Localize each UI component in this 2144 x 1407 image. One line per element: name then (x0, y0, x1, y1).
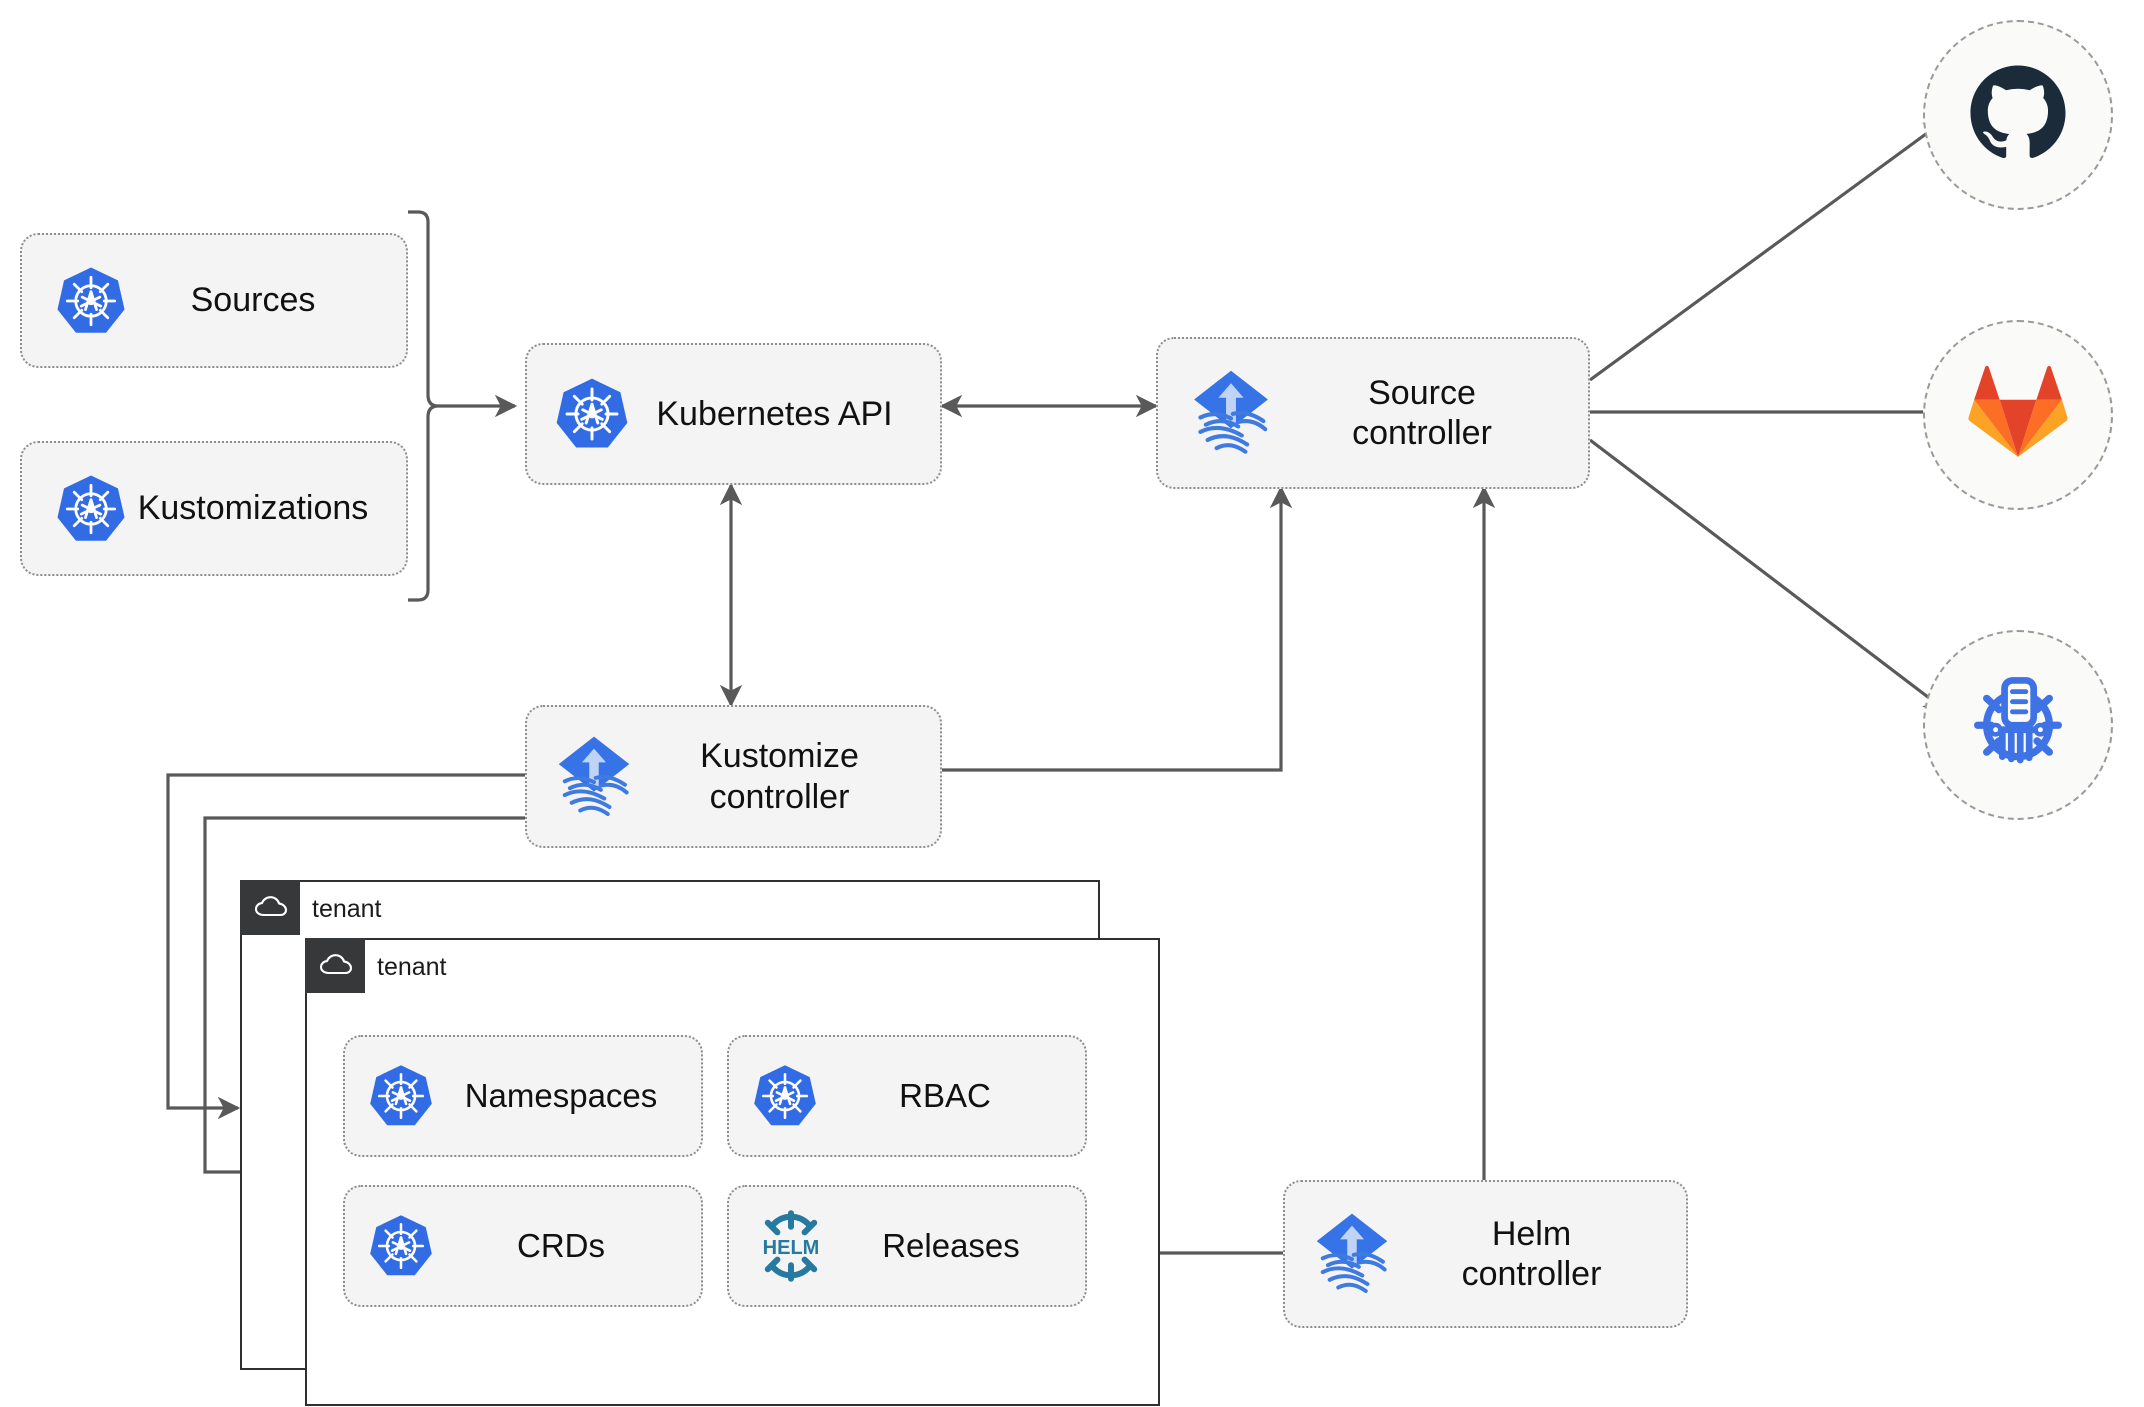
tenant-container-front[interactable]: tenant (304, 937, 1160, 1406)
node-label: Helm controller (1461, 1214, 1602, 1293)
node-label: Kubernetes API (656, 394, 893, 433)
gitlab-icon (1967, 365, 2069, 466)
node-label: Sources (190, 281, 316, 320)
edge-kustomize-to-source-controller (942, 485, 1293, 772)
node-crds[interactable]: CRDs (343, 1185, 703, 1307)
edge-sources-bracket (408, 210, 439, 602)
node-label: Kustomizations (137, 489, 369, 528)
flux-icon (551, 733, 637, 821)
node-rbac[interactable]: RBAC (727, 1035, 1087, 1157)
node-kubernetes-api[interactable]: Kubernetes API (525, 343, 942, 485)
kubernetes-icon (54, 472, 128, 546)
kubernetes-icon (751, 1062, 819, 1130)
endpoint-github[interactable] (1923, 20, 2113, 210)
node-sources[interactable]: Sources (20, 233, 408, 368)
kubernetes-icon (54, 264, 128, 338)
node-kustomizations[interactable]: Kustomizations (20, 441, 408, 576)
node-releases[interactable]: HELM Releases (727, 1185, 1087, 1307)
node-label: Kustomize controller (700, 737, 859, 816)
tenant-title-bar (304, 937, 365, 993)
node-source-controller[interactable]: Source controller (1156, 337, 1590, 489)
cloud-icon (319, 953, 355, 977)
helm-icon: HELM (751, 1206, 831, 1286)
node-namespaces[interactable]: Namespaces (343, 1035, 703, 1157)
node-helm-controller[interactable]: Helm controller (1283, 1180, 1688, 1328)
tenant-label: tenant (377, 953, 447, 981)
node-label: CRDs (517, 1226, 605, 1264)
kubernetes-icon (553, 375, 631, 453)
cloud-icon (254, 895, 290, 919)
node-label: Source controller (1352, 373, 1492, 452)
tenant-label: tenant (312, 895, 382, 923)
flux-icon (1309, 1210, 1395, 1298)
node-label: Releases (882, 1226, 1020, 1264)
github-icon (1964, 59, 2072, 172)
endpoint-helm-repository[interactable] (1923, 630, 2113, 820)
svg-text:HELM: HELM (763, 1237, 820, 1259)
kubernetes-icon (367, 1212, 435, 1280)
endpoint-gitlab[interactable] (1923, 320, 2113, 510)
node-label: RBAC (899, 1076, 991, 1114)
tenant-title-bar (239, 879, 300, 935)
node-kustomize-controller[interactable]: Kustomize controller (525, 705, 942, 848)
edge-source-controller-to-github (1589, 118, 1947, 382)
edge-source-controller-to-helm-repository (1589, 438, 1947, 712)
helm-repository-icon (1962, 667, 2074, 784)
kubernetes-icon (367, 1062, 435, 1130)
flux-icon (1186, 367, 1276, 459)
node-label: Namespaces (464, 1076, 658, 1114)
